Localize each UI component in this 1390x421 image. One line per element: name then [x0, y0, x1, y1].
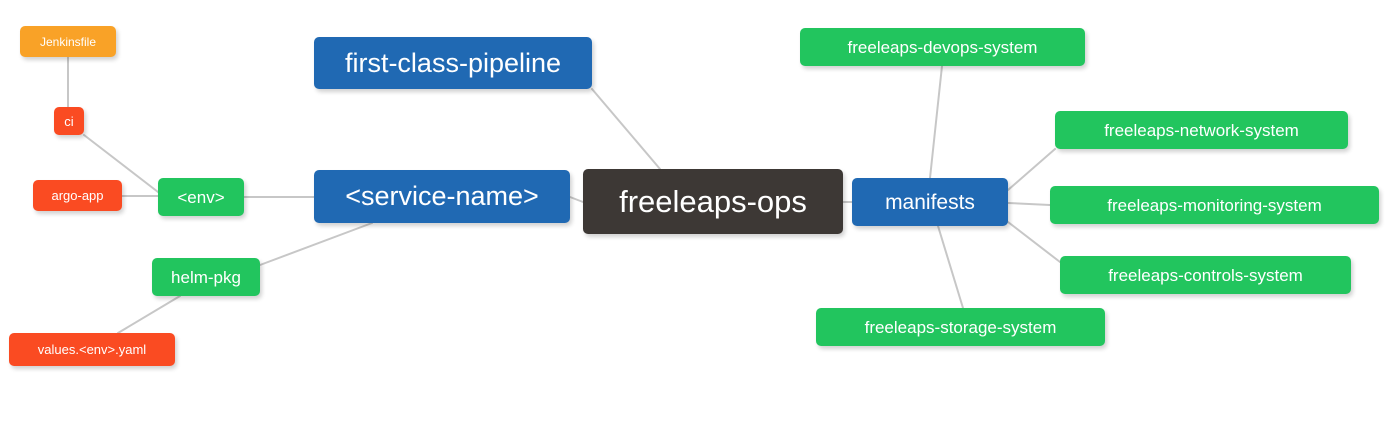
- edge-freeleaps-ops-to-first-class-pipeline: [591, 88, 661, 170]
- edge-manifests-to-freeleaps-network-system: [1007, 148, 1056, 191]
- edge-manifests-to-freeleaps-devops-system: [929, 65, 943, 179]
- mindmap-node-ci[interactable]: ci: [54, 107, 84, 135]
- mindmap-node-freeleaps-devops-system[interactable]: freeleaps-devops-system: [800, 28, 1085, 66]
- mindmap-node-env[interactable]: <env>: [158, 178, 244, 216]
- mindmap-node-freeleaps-controls-system[interactable]: freeleaps-controls-system: [1060, 256, 1351, 294]
- edge-manifests-to-freeleaps-storage-system: [937, 225, 964, 309]
- mindmap-node-label: ci: [64, 113, 74, 129]
- mindmap-node-label: first-class-pipeline: [344, 47, 562, 78]
- mindmap-node-freeleaps-network-system[interactable]: freeleaps-network-system: [1055, 111, 1348, 149]
- mindmap-node-jenkinsfile[interactable]: Jenkinsfile: [20, 26, 116, 57]
- mindmap-node-freeleaps-monitoring-system[interactable]: freeleaps-monitoring-system: [1050, 186, 1379, 224]
- mindmap-node-label: freeleaps-monitoring-system: [1107, 195, 1322, 215]
- mindmap-node-label: helm-pkg: [171, 267, 241, 287]
- mindmap-node-freeleaps-ops[interactable]: freeleaps-ops: [583, 169, 843, 234]
- mindmap-node-values-env-yaml[interactable]: values.<env>.yaml: [9, 333, 175, 366]
- mindmap-node-service-name[interactable]: <service-name>: [314, 170, 570, 223]
- mindmap-node-label: manifests: [885, 190, 975, 214]
- mindmap-node-label: argo-app: [51, 188, 104, 203]
- edge-service-name-to-helm-pkg: [259, 222, 373, 266]
- edge-freeleaps-ops-to-service-name: [569, 196, 584, 203]
- mindmap-node-first-class-pipeline[interactable]: first-class-pipeline: [314, 37, 592, 89]
- mindmap-node-label: <service-name>: [345, 181, 539, 211]
- mindmap-node-freeleaps-storage-system[interactable]: freeleaps-storage-system: [816, 308, 1105, 346]
- mindmap-node-argo-app[interactable]: argo-app: [33, 180, 122, 211]
- edge-helm-pkg-to-values-env-yaml: [117, 295, 181, 334]
- edge-manifests-to-freeleaps-monitoring-system: [1007, 202, 1051, 206]
- mindmap-node-label: freeleaps-controls-system: [1108, 265, 1303, 285]
- mindmap-node-label: <env>: [177, 187, 225, 207]
- mindmap-node-label: freeleaps-devops-system: [847, 37, 1038, 57]
- mindmap-node-label: Jenkinsfile: [39, 34, 97, 49]
- mindmap-node-helm-pkg[interactable]: helm-pkg: [152, 258, 260, 296]
- edge-manifests-to-freeleaps-controls-system: [1007, 221, 1061, 263]
- mindmap-node-label: freeleaps-network-system: [1104, 120, 1299, 140]
- mindmap-node-label: freeleaps-ops: [619, 184, 807, 219]
- mindmap-node-manifests[interactable]: manifests: [852, 178, 1008, 226]
- mindmap-node-label: freeleaps-storage-system: [864, 317, 1057, 337]
- mindmap-node-label: values.<env>.yaml: [37, 342, 147, 357]
